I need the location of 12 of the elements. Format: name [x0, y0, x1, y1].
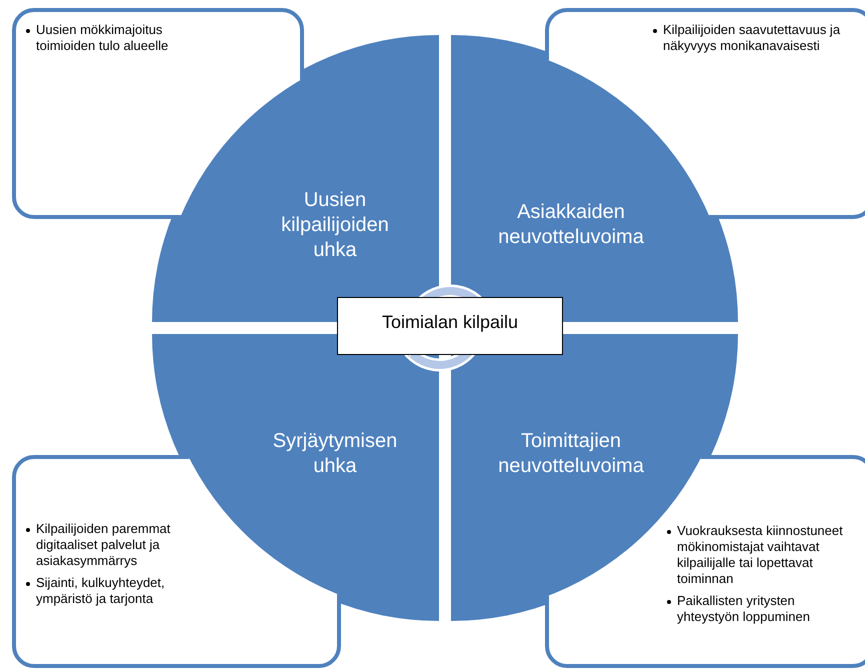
quadrant-label: Asiakkaiden neuvotteluvoima	[497, 200, 645, 250]
bullet-text: Paikallisten yritysten yhteystyön loppuminen	[677, 593, 811, 625]
center-box	[337, 297, 563, 355]
quadrant-label: Toimittajien neuvotteluvoima	[497, 429, 645, 479]
bullet-text: Sijainti, kulkuyhteydet, ympäristö ja tarjonta	[36, 575, 166, 607]
center-label: Toimialan kilpailu	[382, 310, 518, 334]
bullet-text: Kilpailijoiden paremmat digitaaliset palvelut ja asiakasymmärrys	[36, 521, 172, 569]
quadrant-label: Uusien kilpailijoiden uhka	[280, 188, 390, 262]
bullet-text: Vuokrauksesta kiinnostuneet mökinomistajat vaihtavat kilpailijalle tai lopettavat toiminnan	[677, 523, 844, 587]
quadrant-label: Syrjäytymisen uhka	[272, 429, 398, 479]
bullet-text: Uusien mökkimajoitus toimioiden tulo alueelle	[36, 22, 170, 54]
bullet-text: Kilpailijoiden saavutettavuus ja näkyvyys monikanavaisesti	[663, 22, 842, 54]
